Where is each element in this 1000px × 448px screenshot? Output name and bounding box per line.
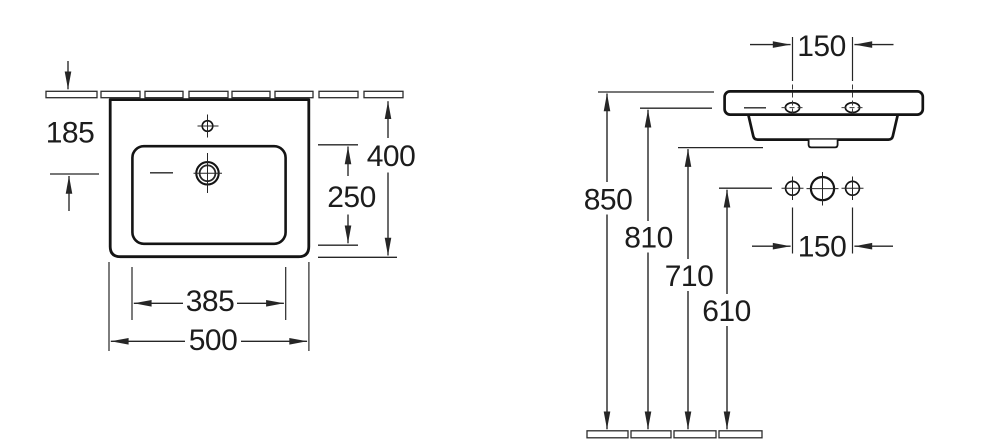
dim-label-610: 610 <box>702 295 751 328</box>
floor-tile <box>718 430 763 439</box>
wall-tile <box>274 90 314 99</box>
dim-rim-height: 850 <box>584 93 633 430</box>
dim-overall-depth: 400 <box>318 101 416 258</box>
dim-label-500: 500 <box>189 324 238 357</box>
rim-tap-holes <box>781 84 864 115</box>
tap-hole-marker <box>197 114 219 138</box>
dim-label-710: 710 <box>665 260 714 293</box>
dim-outlet-height: 710 <box>665 149 714 430</box>
rim-profile <box>723 90 925 116</box>
dim-label-400: 400 <box>367 140 416 173</box>
top-view: 185 400 250 385 <box>45 61 416 357</box>
dim-tap-holes-spacing: 150 <box>750 30 894 81</box>
floor-tile <box>673 430 717 439</box>
outlet-profile <box>807 139 839 149</box>
drain-marker <box>150 153 222 193</box>
dim-label-850: 850 <box>584 184 633 217</box>
dim-bowl-width: 385 <box>131 267 287 320</box>
floor-tiles <box>586 430 763 439</box>
dim-fixing-holes-spacing: 150 <box>752 207 893 264</box>
wall-tile <box>231 90 271 99</box>
dim-overall-width: 500 <box>108 262 310 357</box>
wall-tile <box>45 90 98 99</box>
dim-tap-holes-height: 810 <box>624 109 673 430</box>
dim-label-810: 810 <box>624 222 673 255</box>
dim-wall-to-drain: 185 <box>46 61 99 211</box>
dim-label-185: 185 <box>46 117 95 150</box>
floor-tile <box>630 430 672 439</box>
floor-tile <box>586 430 629 439</box>
wall-tiles <box>45 90 404 99</box>
reference-lines <box>598 91 772 189</box>
wall-tile <box>318 90 359 99</box>
dim-label-150-bottom: 150 <box>798 231 847 264</box>
wall-tile <box>100 90 141 99</box>
dim-label-150-top: 150 <box>797 30 846 63</box>
wall-tile <box>363 90 404 99</box>
dim-label-385: 385 <box>186 285 235 318</box>
bowl-outline <box>131 144 287 246</box>
dim-fixing-holes-height: 610 <box>702 189 751 430</box>
wall-tile <box>144 90 184 99</box>
wall-tile <box>188 90 229 99</box>
fixing-holes <box>781 172 864 206</box>
front-view: 150 850 810 710 610 <box>584 30 925 439</box>
bowl-profile <box>746 114 900 141</box>
dim-label-250: 250 <box>327 181 376 214</box>
dim-bowl-depth: 250 <box>318 144 376 246</box>
